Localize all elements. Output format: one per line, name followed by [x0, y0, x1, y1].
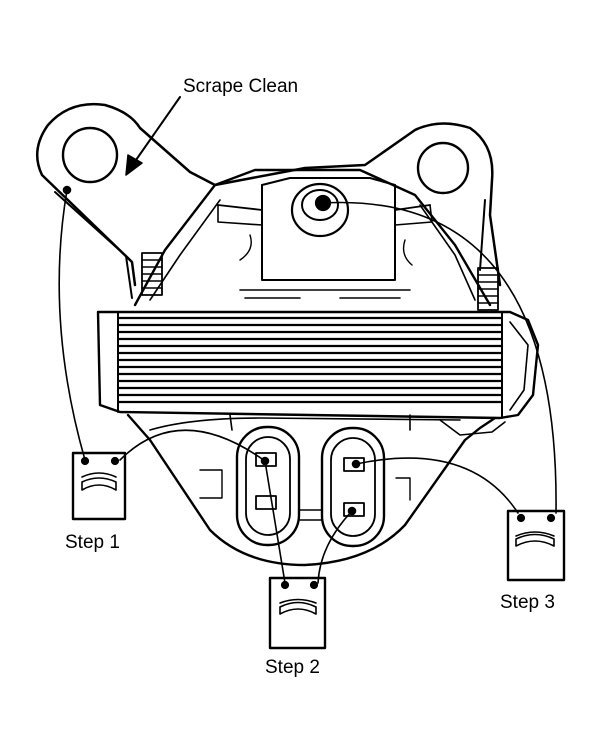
left-spring-clip [141, 252, 163, 296]
coil-lower-housing [126, 413, 506, 567]
test-leads [58, 185, 557, 584]
ohmmeter-icon [71, 451, 127, 521]
right-spring-clip [477, 267, 499, 311]
ohmmeter-icon [268, 576, 327, 650]
step-3-label: Step 3 [500, 592, 555, 613]
step-1-label: Step 1 [65, 532, 120, 553]
left-mounting-hole [61, 126, 119, 184]
primary-connector-left [235, 425, 301, 547]
right-mounting-hole [416, 141, 470, 195]
primary-connector-right [299, 426, 386, 548]
high-tension-tower [217, 177, 433, 299]
scrape-clean-arrow [125, 96, 181, 176]
ohmmeter-icon [506, 509, 566, 582]
step-2-label: Step 2 [265, 657, 320, 678]
laminated-core [96, 310, 540, 420]
mounting-bracket [35, 103, 502, 299]
scrape-clean-label: Scrape Clean [183, 76, 299, 97]
